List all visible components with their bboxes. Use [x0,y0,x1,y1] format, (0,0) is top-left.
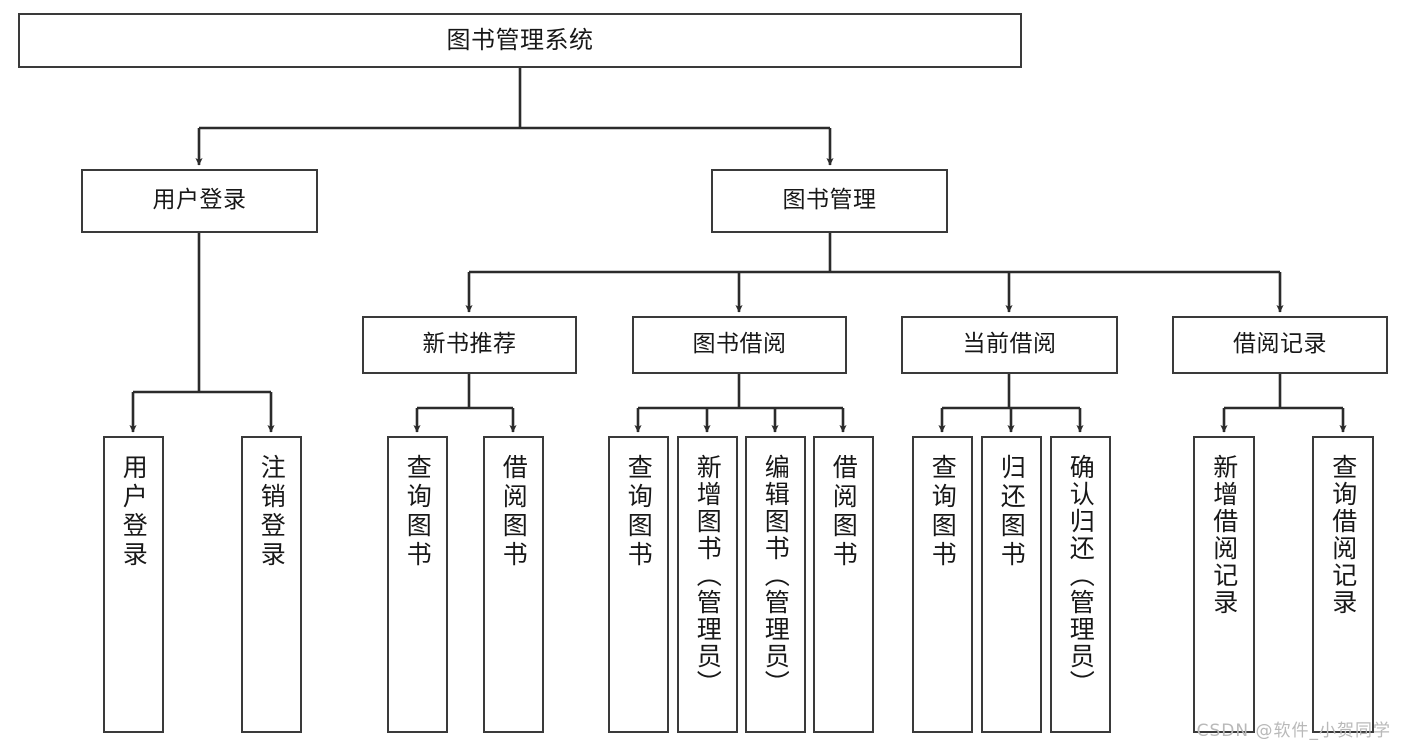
node-label: 借阅图书 [499,454,529,570]
leaf-query-book-borrow[interactable]: 查询图书 [608,436,669,733]
leaf-edit-book-admin[interactable]: 编辑图书（管理员） [745,436,806,733]
leaf-borrow-book-recommend[interactable]: 借阅图书 [483,436,544,733]
leaf-logout-login[interactable]: 注销登录 [241,436,302,733]
leaf-query-book-recommend[interactable]: 查询图书 [387,436,448,733]
node-label: 新增图书（管理员） [693,454,723,697]
node-label: 查询图书 [403,454,433,570]
node-label: 查询图书 [624,454,654,570]
node-label: 图书管理系统 [446,26,594,55]
node-label: 用户登录 [152,187,247,214]
node-label: 图书借阅 [692,331,787,358]
node-label: 借阅图书 [829,454,859,570]
node-label: 用户登录 [119,454,149,570]
node-current-borrow[interactable]: 当前借阅 [901,316,1118,374]
leaf-query-borrow-record[interactable]: 查询借阅记录 [1312,436,1374,733]
node-label: 注销登录 [257,454,287,570]
node-label: 确认归还（管理员） [1066,454,1096,697]
leaf-borrow-book[interactable]: 借阅图书 [813,436,874,733]
leaf-user-login[interactable]: 用户登录 [103,436,164,733]
node-label: 图书管理 [782,187,877,214]
node-user-login[interactable]: 用户登录 [81,169,318,233]
leaf-add-borrow-record[interactable]: 新增借阅记录 [1193,436,1255,733]
node-new-book-recommend[interactable]: 新书推荐 [362,316,577,374]
node-label: 当前借阅 [962,331,1057,358]
node-label: 编辑图书（管理员） [761,454,791,697]
node-label: 查询图书 [928,454,958,570]
node-book-management[interactable]: 图书管理 [711,169,948,233]
node-label: 新增借阅记录 [1209,454,1239,616]
leaf-query-book-current[interactable]: 查询图书 [912,436,973,733]
node-label: 新书推荐 [422,331,517,358]
node-book-borrow[interactable]: 图书借阅 [632,316,847,374]
leaf-return-book[interactable]: 归还图书 [981,436,1042,733]
node-borrow-record[interactable]: 借阅记录 [1172,316,1388,374]
csdn-watermark: CSDN @软件_小贺同学 [1196,721,1391,741]
leaf-confirm-return-admin[interactable]: 确认归还（管理员） [1050,436,1111,733]
node-label: 借阅记录 [1233,331,1327,358]
node-label: 归还图书 [997,454,1027,570]
node-label: 查询借阅记录 [1328,454,1358,616]
node-book-management-system[interactable]: 图书管理系统 [18,13,1022,68]
leaf-add-book-admin[interactable]: 新增图书（管理员） [677,436,738,733]
